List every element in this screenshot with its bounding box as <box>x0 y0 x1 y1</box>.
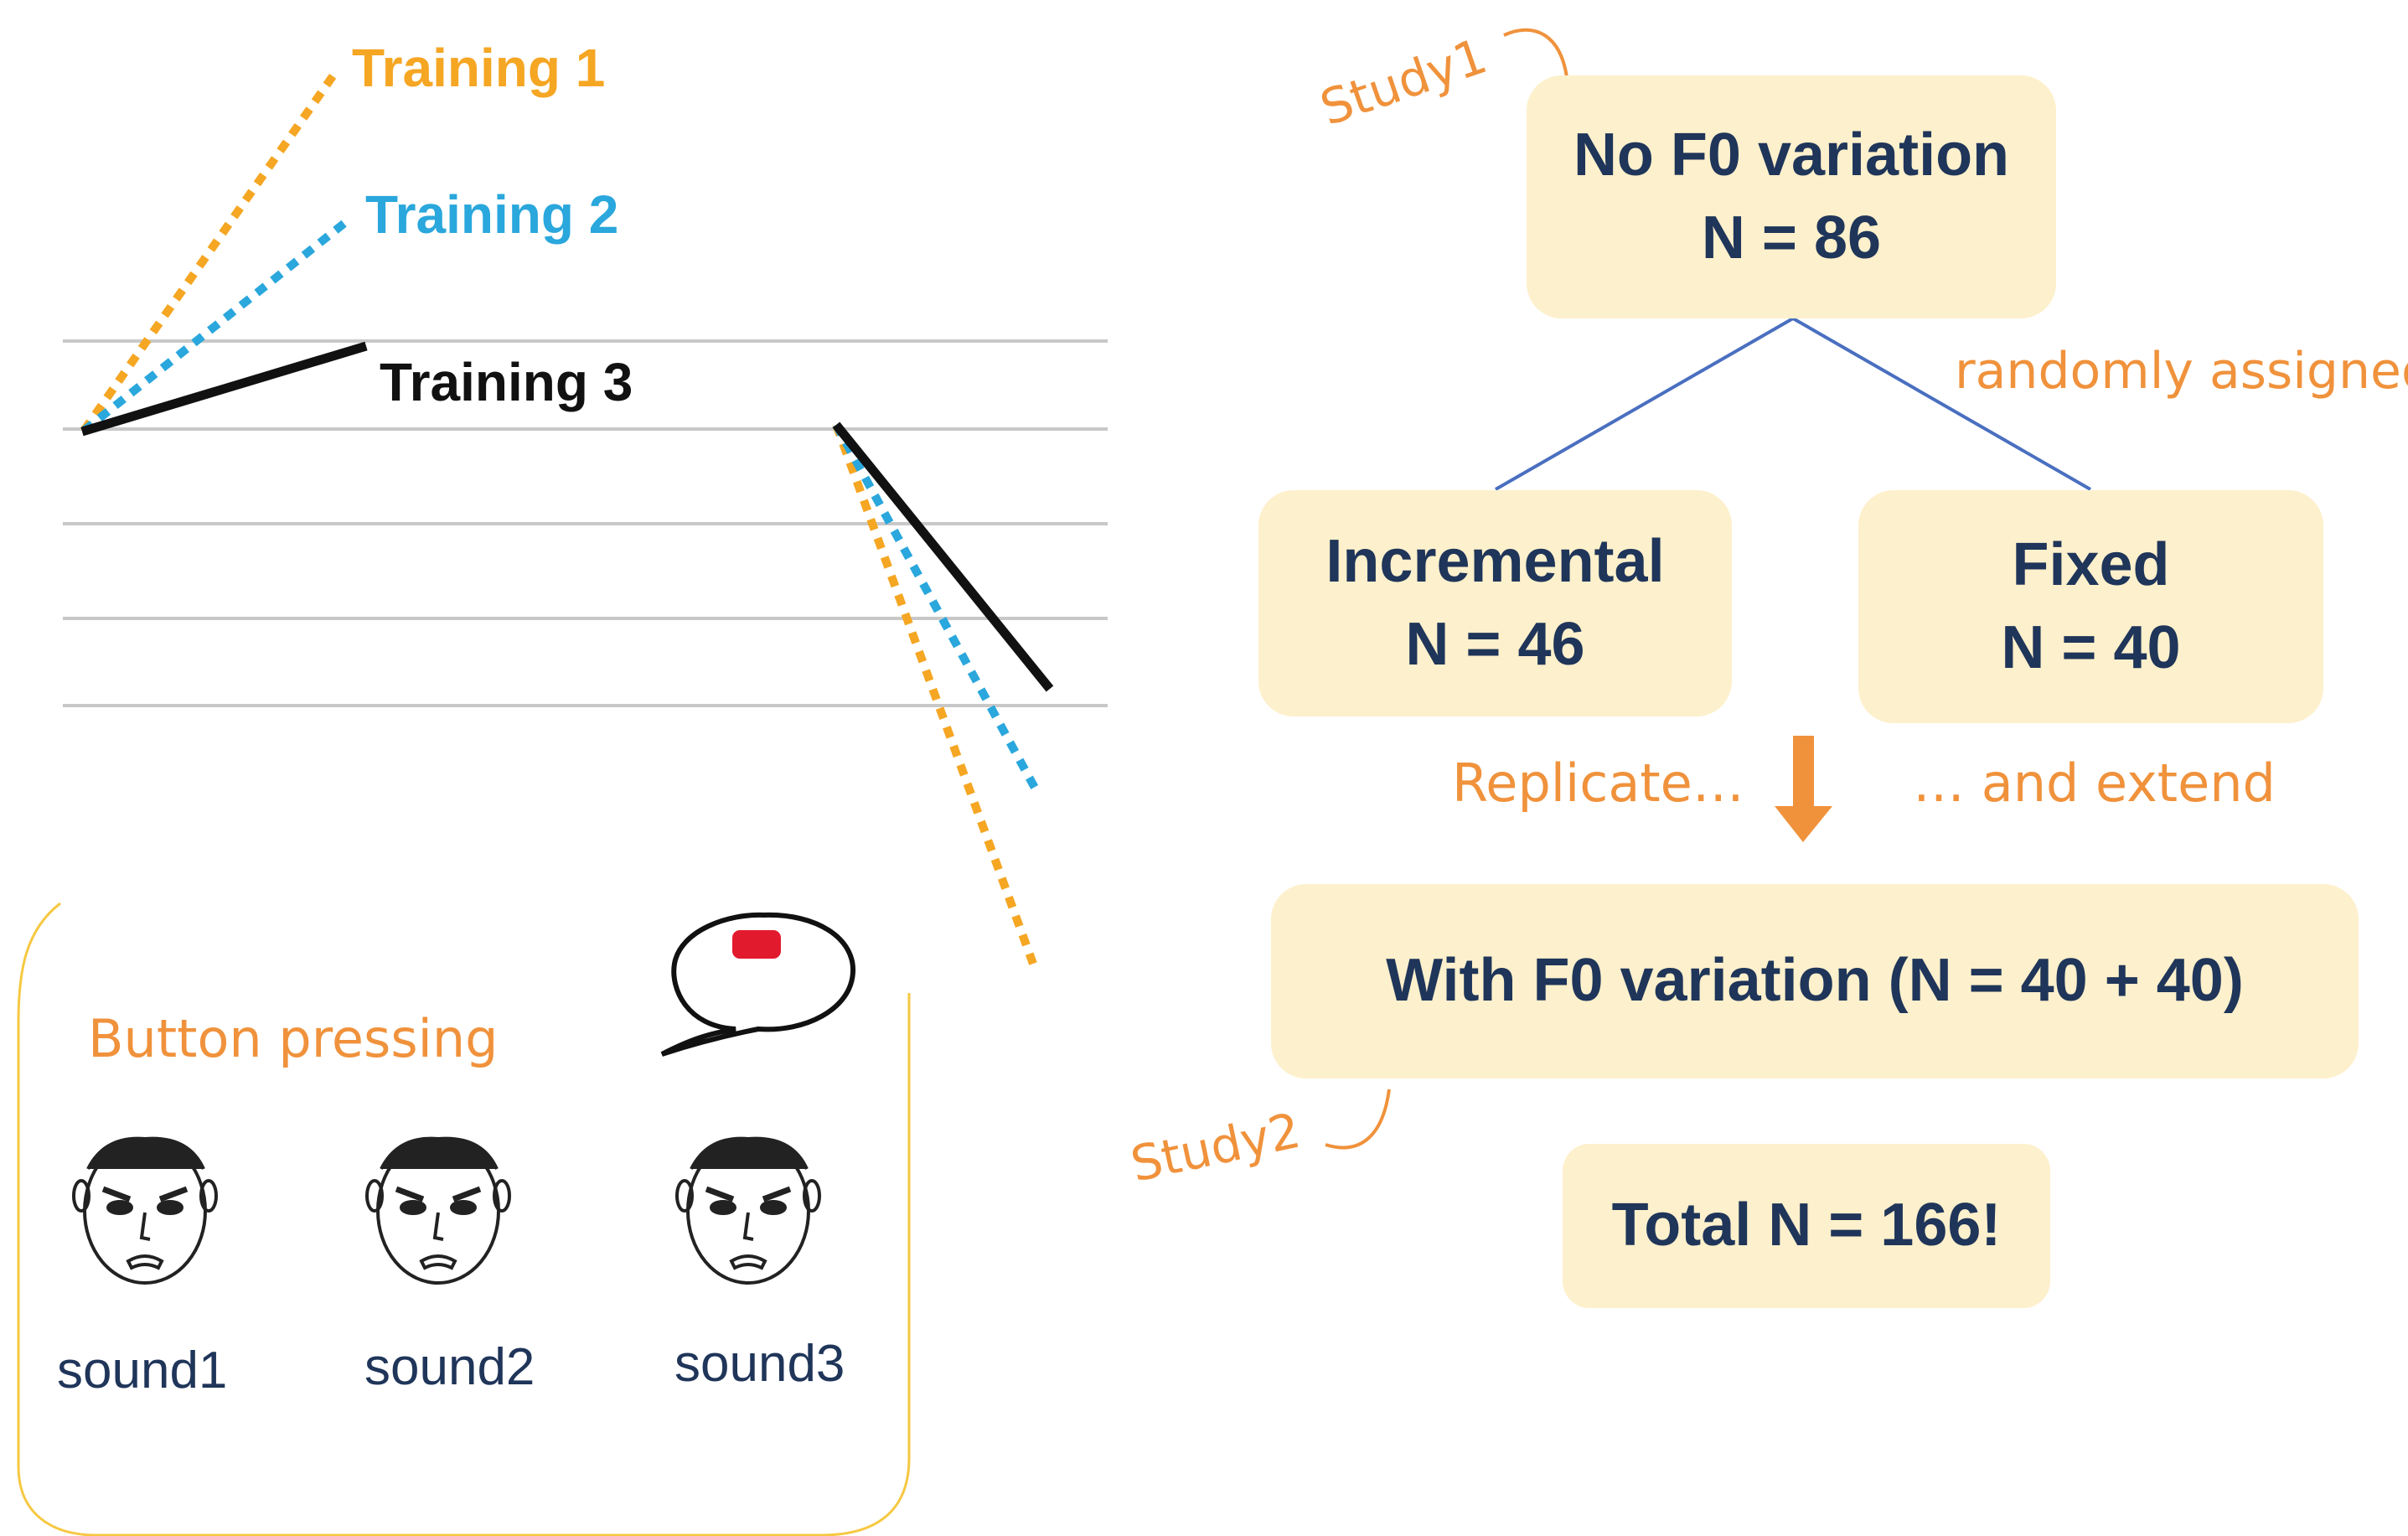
connector-right <box>1792 317 2091 491</box>
sound3-label: sound3 <box>674 1335 845 1393</box>
eye-right <box>450 1200 477 1215</box>
no-f0-variation-box: No F0 variation N = 86 <box>1527 75 2056 318</box>
sound2-label: sound2 <box>364 1338 535 1396</box>
no-f0-variation-title: No F0 variation <box>1573 121 2010 189</box>
ear-right <box>803 1179 821 1213</box>
eye-right <box>760 1200 787 1215</box>
hair <box>690 1136 809 1170</box>
total-box: Total N = 166! <box>1563 1144 2050 1308</box>
ear-left <box>675 1179 694 1213</box>
eye-left <box>106 1200 133 1215</box>
eye-left <box>710 1200 736 1215</box>
face-icon <box>72 1136 218 1285</box>
study2-label: Study2 <box>1126 1102 1305 1193</box>
nose <box>139 1212 151 1241</box>
face-icon <box>675 1136 821 1285</box>
brow-right <box>452 1186 482 1202</box>
with-f0-variation-box: With F0 variation (N = 40 + 40) <box>1271 884 2359 1078</box>
training1-rise-line <box>80 68 341 433</box>
brow-right <box>762 1186 792 1202</box>
brow-left <box>101 1186 132 1202</box>
nose <box>432 1212 444 1241</box>
study2-pointer <box>1325 1089 1391 1150</box>
connector-left <box>1495 317 1794 491</box>
ear-right <box>199 1179 218 1213</box>
eye-left <box>400 1200 426 1215</box>
red-button-icon <box>732 930 781 959</box>
staff-lines <box>63 339 1108 707</box>
ear-left <box>365 1179 384 1213</box>
ear-right <box>493 1179 511 1213</box>
eye-right <box>157 1200 183 1215</box>
training2-rise-line <box>80 218 350 434</box>
fixed-title: Fixed <box>2012 530 2170 598</box>
training1-fall-line <box>832 423 1037 965</box>
incremental-count: N = 46 <box>1405 611 1585 678</box>
button-pressing-label: Button pressing <box>88 1008 499 1069</box>
brow-left <box>705 1186 735 1202</box>
mouth <box>419 1254 457 1270</box>
training2-fall-line <box>832 422 1039 790</box>
brow-right <box>158 1186 189 1202</box>
no-f0-variation-count: N = 86 <box>1701 204 1882 272</box>
incremental-box: Incremental N = 46 <box>1258 490 1732 716</box>
fixed-box: Fixed N = 40 <box>1858 490 2323 723</box>
incremental-title: Incremental <box>1325 527 1665 595</box>
fixed-count: N = 40 <box>2001 614 2181 681</box>
study1-label: Study1 <box>1313 27 1493 137</box>
response-panel-border <box>17 902 911 1536</box>
nose <box>742 1212 754 1241</box>
face-icon <box>365 1136 511 1285</box>
replicate-label: Replicate… <box>1452 752 1744 814</box>
down-arrow-shaft <box>1793 736 1814 813</box>
down-arrow-head <box>1775 806 1832 842</box>
training3-label: Training 3 <box>380 352 633 412</box>
down-arrow-icon <box>1775 736 1832 842</box>
speech-bubble-outline <box>660 912 856 1057</box>
total-count: Total N = 166! <box>1611 1192 2002 1259</box>
brow-left <box>395 1186 425 1202</box>
and-extend-label: … and extend <box>1913 752 2276 814</box>
with-f0-variation-title: With F0 variation (N = 40 + 40) <box>1386 947 2244 1015</box>
ear-left <box>72 1179 90 1213</box>
sound1-label: sound1 <box>57 1342 228 1399</box>
training3-fall-line <box>832 421 1054 692</box>
study1-pointer <box>1503 28 1568 78</box>
training2-label: Training 2 <box>365 184 618 245</box>
training3-rise-line <box>80 341 368 437</box>
hair <box>86 1136 205 1170</box>
speech-bubble <box>660 912 856 1057</box>
randomly-assigned-label: randomly assigned <box>1955 342 2408 401</box>
mouth <box>126 1254 164 1270</box>
mouth <box>729 1254 767 1270</box>
training1-label: Training 1 <box>352 38 605 98</box>
hair <box>380 1136 499 1170</box>
